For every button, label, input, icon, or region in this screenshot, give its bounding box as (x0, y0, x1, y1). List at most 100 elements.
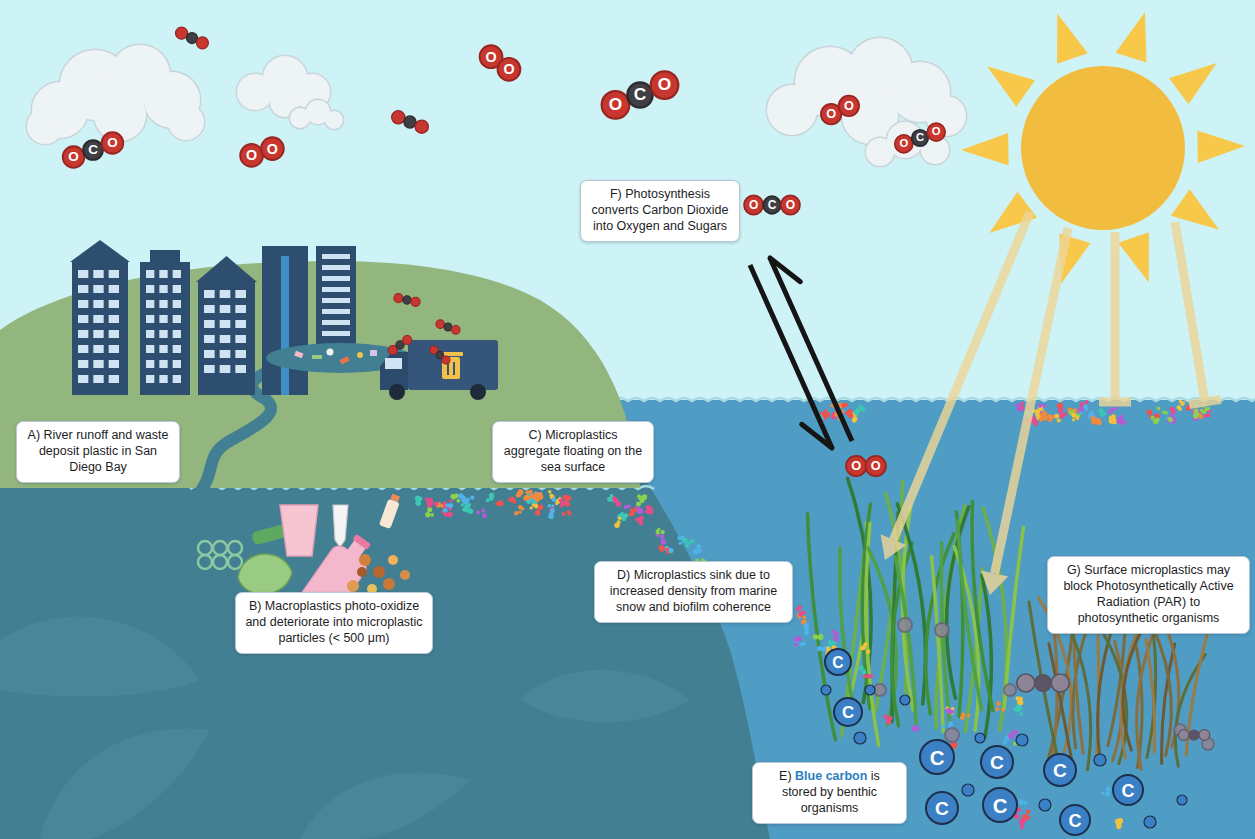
microplastic-cluster (508, 497, 516, 504)
microplastic-cluster (486, 498, 490, 502)
oxygen-molecule (240, 144, 263, 167)
microplastic-cluster (518, 510, 521, 513)
microplastic-cluster (425, 512, 430, 517)
microplastic-cluster (842, 403, 852, 413)
microplastic-cluster (636, 501, 641, 506)
blue-carbon-circle (926, 792, 958, 824)
carbon-dioxide-molecule (102, 132, 124, 154)
microplastic-cluster (613, 499, 617, 503)
carbon-dioxide-molecule (1035, 675, 1052, 692)
microplastic-cluster (442, 507, 453, 517)
microplastic-cluster (538, 505, 543, 510)
macroplastic (213, 541, 227, 555)
microplastic-cluster (428, 500, 439, 506)
microplastic-cluster (559, 498, 569, 507)
cloud-puff (94, 89, 146, 141)
macroplastic (228, 541, 242, 555)
microplastic-cluster (470, 496, 474, 500)
atom-symbol: O (932, 126, 941, 137)
microplastic-cluster (1047, 414, 1051, 418)
microplastic-cluster (883, 714, 888, 719)
microplastic-cluster (525, 495, 529, 499)
building (109, 270, 119, 278)
building (159, 315, 167, 323)
microplastic-cluster (1015, 403, 1020, 408)
carbon-dioxide-molecule (763, 196, 781, 214)
microplastic-cluster (456, 499, 460, 503)
microplastic-cluster (835, 632, 839, 636)
cloud-puff (27, 108, 63, 144)
building (220, 290, 231, 298)
microplastic-cluster (535, 494, 539, 498)
callout-word (822, 769, 825, 783)
microplastic-cluster (849, 414, 853, 418)
microplastic-cluster (1168, 418, 1173, 423)
cloud-puff (767, 38, 966, 144)
microplastic-cluster (945, 708, 950, 713)
microplastic-cluster (525, 490, 529, 494)
cloud-puff (27, 108, 63, 144)
building (204, 320, 215, 328)
building (146, 345, 154, 353)
microplastic-cluster (552, 497, 557, 502)
microplastic-cluster (817, 646, 822, 651)
microplastic-cluster (443, 499, 453, 509)
blue-carbon-circle (900, 695, 910, 705)
microplastic-cluster (863, 674, 873, 679)
microplastic-cluster (960, 712, 971, 720)
building (146, 270, 154, 278)
microplastic-cluster (1202, 410, 1206, 414)
microplastic-cluster (817, 647, 821, 651)
building (109, 285, 119, 293)
callout-box: D) Microplastics sink due to increased d… (594, 561, 793, 623)
microplastic-cluster (446, 504, 450, 508)
macroplastic (379, 493, 402, 529)
microplastic-cluster (565, 501, 569, 505)
carbon-dioxide-molecule (1178, 730, 1210, 741)
oxygen-molecule (498, 58, 521, 81)
building (322, 287, 350, 292)
microplastic-cluster (614, 517, 621, 529)
microplastic-cluster (888, 716, 893, 721)
building (220, 365, 231, 373)
microplastic-cluster (1020, 824, 1024, 828)
lake (266, 343, 414, 373)
microplastic-cluster (617, 521, 620, 524)
microplastic-cluster (854, 410, 859, 415)
microplastic-cluster (529, 506, 532, 509)
microplastic-cluster (458, 493, 463, 498)
microplastic-cluster (1015, 696, 1023, 705)
microplastic-cluster (464, 499, 469, 504)
carbon-dioxide-molecule (63, 132, 124, 168)
building (204, 305, 215, 313)
blue-carbon-circle (821, 685, 831, 695)
microplastic-cluster (1005, 736, 1009, 740)
atom-symbol: O (899, 138, 908, 149)
carbon-dioxide-molecule (176, 27, 188, 39)
carbon-symbol: C (990, 753, 1004, 772)
building (93, 270, 103, 278)
macroplastic (333, 505, 348, 547)
oxygen-molecule (240, 137, 284, 167)
microplastic-cluster (621, 516, 626, 521)
microplastic-cluster (1151, 416, 1155, 420)
microplastic-cluster (1001, 708, 1005, 712)
microplastic-cluster (863, 674, 867, 678)
seagrass-blade (895, 556, 916, 723)
microplastic-cluster (1038, 403, 1042, 407)
microplastic-cluster (462, 504, 473, 514)
microplastic-cluster (796, 605, 806, 616)
blue-carbon-circle (1060, 805, 1090, 835)
microplastic-cluster (415, 501, 419, 505)
microplastic-cluster (1079, 400, 1088, 409)
macroplastic (198, 555, 212, 569)
microplastic-cluster (665, 547, 668, 550)
blue-carbon-circle (834, 698, 862, 726)
microplastic-cluster (1109, 414, 1118, 424)
microplastic-cluster (624, 504, 632, 508)
building (173, 270, 181, 278)
building (109, 360, 119, 368)
microplastic-cluster (638, 517, 643, 522)
